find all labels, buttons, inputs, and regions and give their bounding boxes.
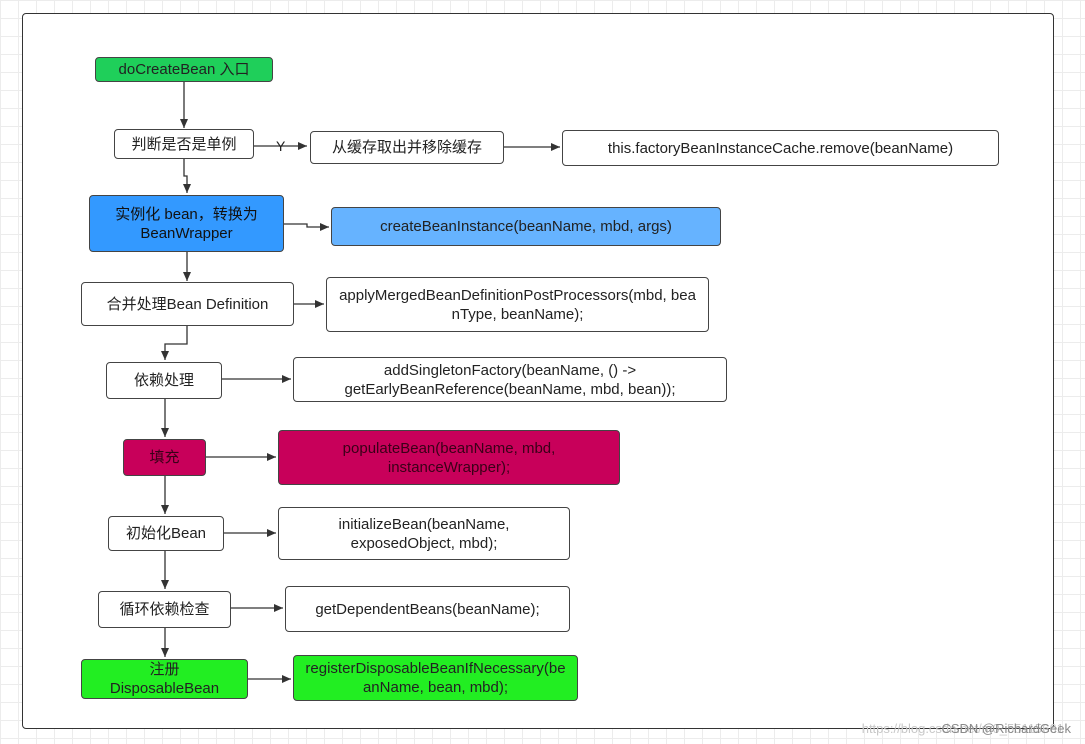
node-create-instance: createBeanInstance(beanName, mbd, args) [331, 207, 721, 246]
node-init-label: 初始化Bean [125, 525, 207, 542]
node-populate-call-label: populateBean(beanName, mbd, instanceWrap… [342, 439, 556, 476]
node-dependency-label: 依赖处理 [133, 372, 194, 389]
node-instantiate-label: 实例化 bean，转换为 BeanWrapper [115, 205, 258, 242]
node-init: 初始化Bean [108, 516, 224, 551]
node-populate-call: populateBean(beanName, mbd, instanceWrap… [278, 430, 620, 485]
node-create-instance-label: createBeanInstance(beanName, mbd, args) [380, 218, 672, 235]
node-populate-label: 填充 [149, 449, 180, 466]
node-merge-label: 合并处理Bean Definition [106, 295, 269, 313]
node-register-call: registerDisposableBeanIfNecessary(beanNa… [293, 655, 578, 701]
node-populate: 填充 [123, 439, 206, 476]
node-init-call: initializeBean(beanName, exposedObject, … [278, 507, 570, 560]
node-singleton-check-label: 判断是否是单例 [131, 135, 237, 153]
node-circular-check-label: 循环依赖检查 [119, 601, 210, 618]
node-dependency-call-line2: getEarlyBeanReference(beanName, mbd, bea… [344, 380, 676, 398]
node-instantiate: 实例化 bean，转换为 BeanWrapper [89, 195, 284, 252]
node-dependency: 依赖处理 [106, 362, 222, 399]
node-remove-cache: 从缓存取出并移除缓存 [310, 131, 504, 164]
node-singleton-check: 判断是否是单例 [114, 129, 254, 159]
node-dependency-call: addSingletonFactory(beanName, () -> getE… [293, 357, 727, 402]
edge-label-yes: Y [276, 138, 286, 154]
watermark-url: https://blog.csdn.net/m0_55115661 [861, 721, 1064, 736]
node-remove-call-label: this.factoryBeanInstanceCache.remove(bea… [607, 139, 954, 157]
node-remove-call: this.factoryBeanInstanceCache.remove(bea… [562, 130, 999, 166]
node-init-call-label: initializeBean(beanName, exposedObject, … [338, 515, 510, 552]
node-register-call-label: registerDisposableBeanIfNecessary(beanNa… [305, 660, 566, 696]
node-circular-call: getDependentBeans(beanName); [285, 586, 570, 632]
node-entry: doCreateBean 入口 [95, 57, 273, 82]
node-entry-label: doCreateBean 入口 [118, 61, 250, 78]
node-remove-cache-label: 从缓存取出并移除缓存 [331, 139, 482, 156]
node-register: 注册 DisposableBean [81, 659, 248, 699]
node-circular-call-label: getDependentBeans(beanName); [315, 600, 540, 618]
node-circular-check: 循环依赖检查 [98, 591, 231, 628]
node-merge-call-label: applyMergedBeanDefinitionPostProcessors(… [339, 286, 696, 323]
node-dependency-call-line1: addSingletonFactory(beanName, () -> [383, 361, 637, 379]
node-register-label: 注册 DisposableBean [109, 661, 220, 697]
node-merge: 合并处理Bean Definition [81, 282, 294, 326]
node-merge-call: applyMergedBeanDefinitionPostProcessors(… [326, 277, 709, 332]
watermark-text: CSDN @RichardGeek [941, 721, 1071, 736]
watermark: https://blog.csdn.net/m0_55115661 CSDN @… [862, 721, 1071, 736]
